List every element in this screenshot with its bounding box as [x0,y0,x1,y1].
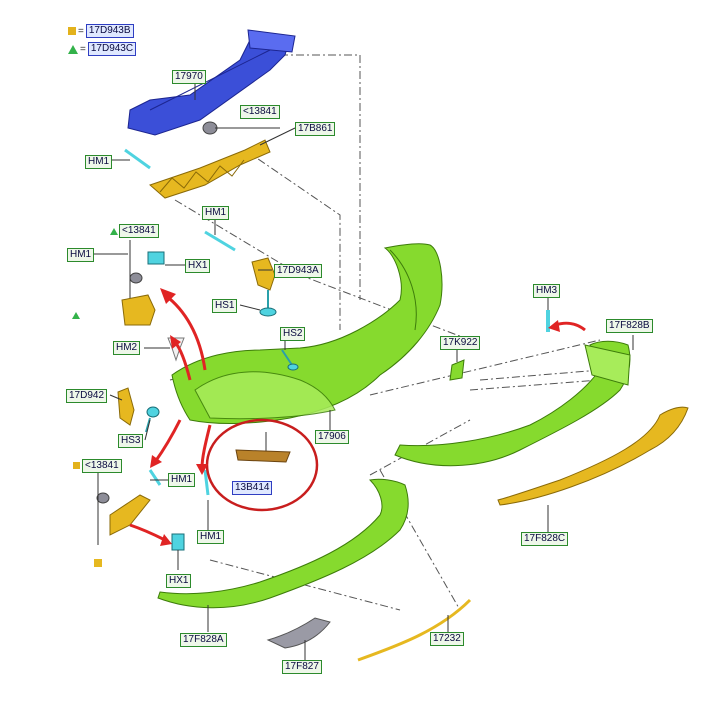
callout-17232: 17232 [430,632,464,646]
lower-left-bracket [94,470,151,567]
hm1-clip-low-b [203,469,210,496]
callout-17906: 17906 [315,430,349,444]
callout-13B414: 13B414 [232,481,273,495]
bracket-17D942 [117,387,135,426]
callout-17F828A: 17F828A [180,633,227,647]
legend-equals: = [80,43,86,55]
hs2-fastener [281,349,299,371]
impact-absorber-bar [127,29,296,136]
reflector-13B414 [205,418,319,512]
legend-row-1: = 17D943B [68,24,134,38]
callout-hm1-e: HM1 [197,530,225,544]
callout-hm3: HM3 [533,284,561,298]
callout-17K922: 17K922 [440,336,481,350]
green-triangle-icon [72,312,80,319]
legend-code-17D943C: 17D943C [87,42,137,56]
green-triangle-icon [110,228,118,235]
hm1-clip-low-a [148,469,162,486]
trim-17F828A [157,478,409,609]
trim-17F828C [497,406,689,506]
callout-13841-top: <13841 [240,105,280,119]
strip-17232 [357,598,472,662]
yellow-square-icon [68,27,76,35]
callout-hx1-b: HX1 [166,574,192,588]
hm1-clip-top [124,148,151,170]
callout-hs3: HS3 [118,434,144,448]
part-17K922 [449,359,465,381]
callout-17D942: 17D942 [66,389,108,403]
bracket-17D943A [251,257,276,291]
callout-17D943A: 17D943A [274,264,322,278]
callout-connectors [90,82,634,660]
lower-cover-17F828B [394,340,631,467]
red-arrows [129,288,586,546]
callout-hx1-a: HX1 [185,259,211,273]
callout-hs2: HS2 [280,327,306,341]
callout-hm1-b: HM1 [202,206,230,220]
bracket-17B861 [149,139,271,199]
highlight-circle [205,418,319,512]
callout-13841-low: <13841 [82,459,122,473]
yellow-square-icon [73,462,80,469]
callout-hm1-a: HM1 [85,155,113,169]
callout-13841-mid: <13841 [119,224,159,238]
callout-17970: 17970 [172,70,206,84]
hx1-lower [171,533,185,551]
callout-17F828B: 17F828B [606,319,653,333]
callout-hm1-d: HM1 [168,473,196,487]
callout-hs1: HS1 [212,299,238,313]
callout-hm2: HM2 [113,341,141,355]
hs1-screw [259,290,277,317]
grey-nut-top [202,121,218,135]
green-triangle-icon [68,44,78,54]
callout-hm1-c: HM1 [67,248,95,262]
left-bracket-assembly [121,240,165,326]
legend-row-2: = 17D943C [68,42,137,56]
callout-17B861: 17B861 [295,122,336,136]
legend-code-17D943B: 17D943B [85,24,134,38]
part-17F827 [266,617,331,649]
callout-17F828C: 17F828C [521,532,569,546]
hm1-clip-mid [204,230,236,252]
legend-equals: = [78,25,84,37]
hs3-fastener [145,406,160,433]
callout-17F827: 17F827 [282,660,322,674]
